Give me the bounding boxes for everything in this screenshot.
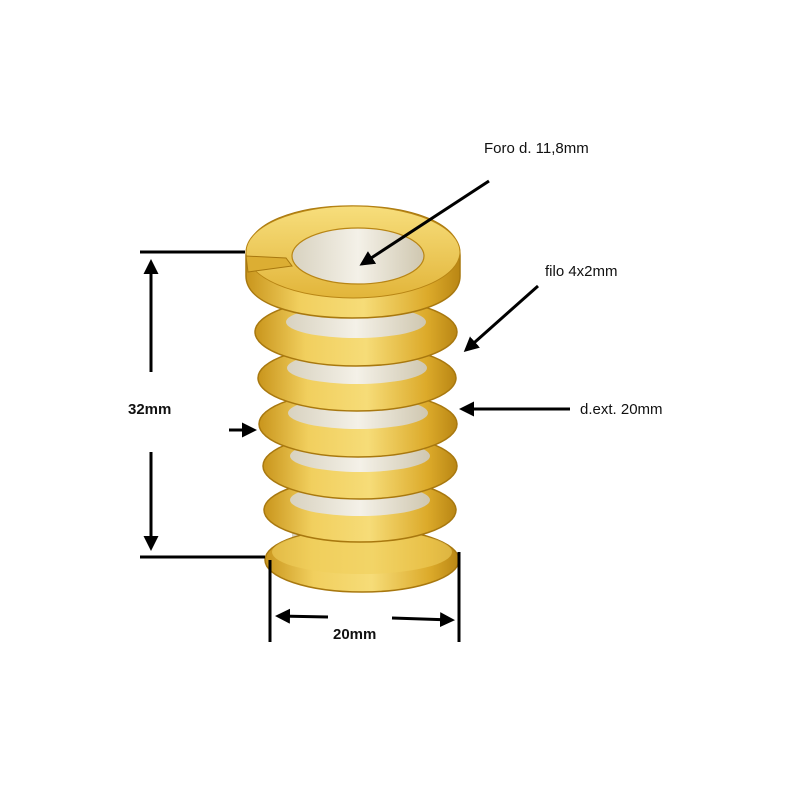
width-arrow-right (391, 612, 455, 628)
spring-image (245, 205, 461, 593)
spring-top-ring (245, 205, 461, 319)
width-dimension-label: 20mm (333, 626, 376, 643)
height-dimension-label: 32mm (128, 401, 171, 418)
hole-callout-arrow (359, 179, 490, 266)
dimension-lines (140, 179, 570, 642)
width-arrow-left (275, 608, 329, 624)
outer-diameter-label: d.ext. 20mm (580, 401, 663, 418)
wire-size-label: filo 4x2mm (545, 263, 618, 280)
hole-diameter-label: Foro d. 11,8mm (484, 140, 589, 157)
spring-hole (291, 227, 425, 285)
wire-callout-arrow (463, 284, 539, 352)
spring-coils (254, 297, 460, 593)
